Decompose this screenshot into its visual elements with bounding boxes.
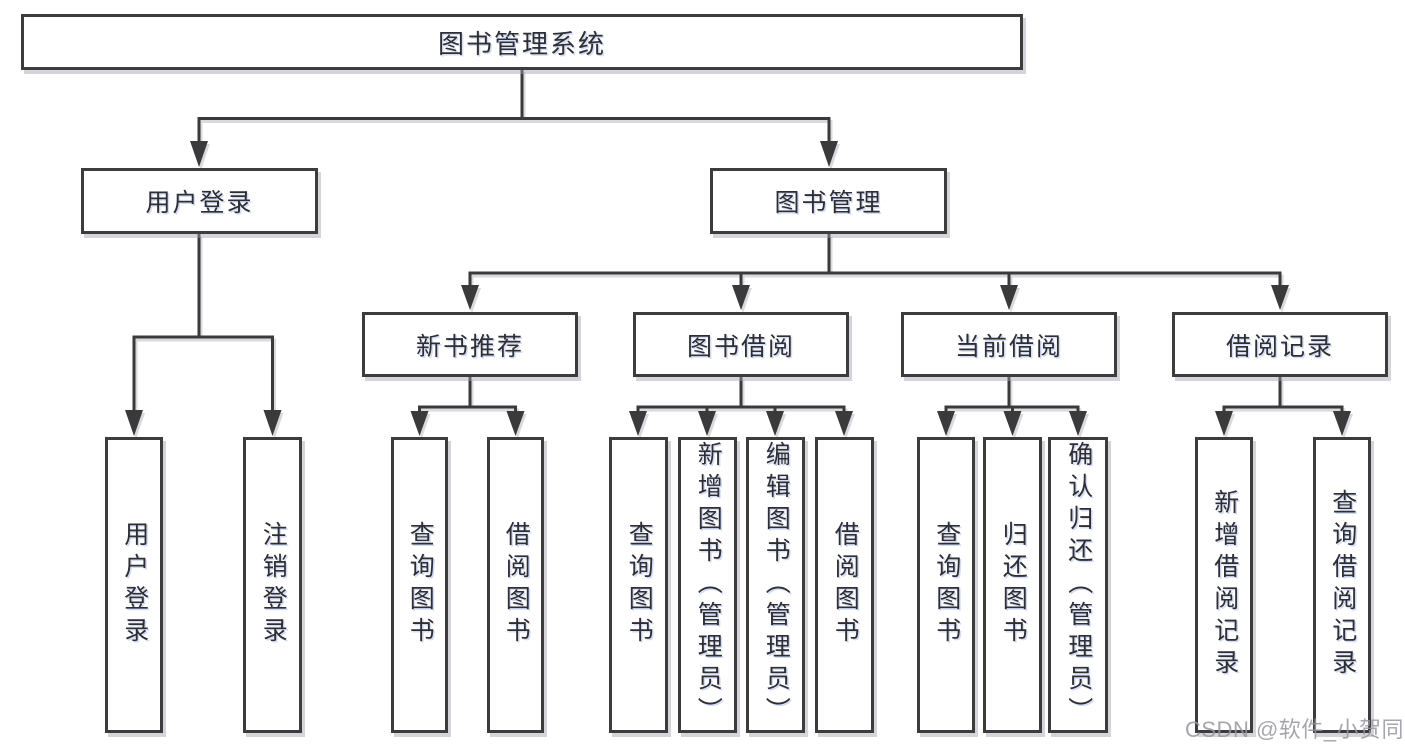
node-book-management: 图书管理 (710, 168, 947, 234)
node-current-borrowing: 当前借阅 (901, 312, 1117, 377)
leaf-br-add-record: 新增借阅记录 (1195, 437, 1253, 733)
connector-book-management-branch (461, 234, 1289, 310)
node-library-system: 图书管理系统 (21, 14, 1023, 70)
node-book-borrowing: 图书借阅 (633, 312, 849, 377)
watermark: CSDN @软件_小贺同学 (1185, 717, 1405, 742)
leaf-cb-confirm-return-admin: 确认归还（管理员） (1048, 437, 1108, 733)
arrowhead (506, 411, 525, 436)
leaf-logout: 注销登录 (243, 437, 302, 733)
connector-new-book-branch (410, 377, 525, 436)
node-user-login: 用户登录 (81, 168, 318, 234)
connector-root-to-level2 (190, 69, 838, 167)
arrowhead (937, 411, 955, 436)
leaf-nb-query-books-label: 查询图书 (406, 521, 435, 649)
leaf-logout-label: 注销登录 (259, 521, 288, 649)
connector-current-borrow-branch (937, 377, 1087, 436)
arrowhead (698, 411, 716, 436)
arrowhead (410, 411, 429, 436)
arrowhead (263, 410, 282, 436)
arrowhead (190, 141, 208, 167)
leaf-bb-edit-books-admin: 编辑图书（管理员） (746, 437, 805, 733)
leaf-nb-borrow-books-label: 借阅图书 (502, 521, 531, 649)
arrowhead (1215, 411, 1233, 436)
leaf-bb-borrow-books-label: 借阅图书 (831, 521, 860, 649)
leaf-cb-return-books: 归还图书 (983, 437, 1042, 733)
arrowhead (1000, 285, 1018, 310)
leaf-cb-query-books: 查询图书 (917, 437, 975, 733)
arrowhead (766, 411, 784, 436)
arrowhead (629, 411, 647, 436)
connector-borrow-records-branch (1215, 377, 1351, 436)
leaf-nb-query-books: 查询图书 (391, 437, 448, 733)
arrowhead (835, 411, 853, 436)
leaf-nb-borrow-books: 借阅图书 (487, 437, 544, 733)
leaf-cb-confirm-return-admin-label: 确认归还（管理员） (1064, 441, 1093, 729)
leaf-bb-add-books-admin: 新增图书（管理员） (678, 437, 737, 733)
arrowhead (1003, 411, 1022, 436)
arrowhead (820, 141, 838, 167)
arrowhead (732, 285, 750, 310)
leaf-user-login-label: 用户登录 (120, 521, 149, 649)
leaf-cb-query-books-label: 查询图书 (932, 521, 961, 649)
leaf-cb-return-books-label: 归还图书 (999, 521, 1028, 649)
arrowhead (1333, 411, 1351, 436)
leaf-br-add-record-label: 新增借阅记录 (1210, 489, 1239, 681)
leaf-bb-query-books: 查询图书 (609, 437, 668, 733)
arrowhead (1069, 411, 1087, 436)
node-borrowing-records: 借阅记录 (1172, 312, 1388, 377)
leaf-br-query-record: 查询借阅记录 (1313, 437, 1371, 733)
arrowhead (125, 410, 143, 436)
connector-book-borrow-branch (629, 377, 853, 436)
arrowhead (1271, 285, 1289, 310)
leaf-bb-edit-books-admin-label: 编辑图书（管理员） (762, 441, 791, 729)
leaf-bb-query-books-label: 查询图书 (625, 521, 654, 649)
arrowhead (461, 285, 479, 310)
node-new-book-recommendation: 新书推荐 (362, 312, 578, 377)
leaf-bb-borrow-books: 借阅图书 (815, 437, 874, 733)
connector-user-login-branch (125, 234, 282, 436)
leaf-user-login: 用户登录 (105, 437, 163, 733)
leaf-br-query-record-label: 查询借阅记录 (1328, 489, 1357, 681)
leaf-bb-add-books-admin-label: 新增图书（管理员） (694, 441, 723, 729)
